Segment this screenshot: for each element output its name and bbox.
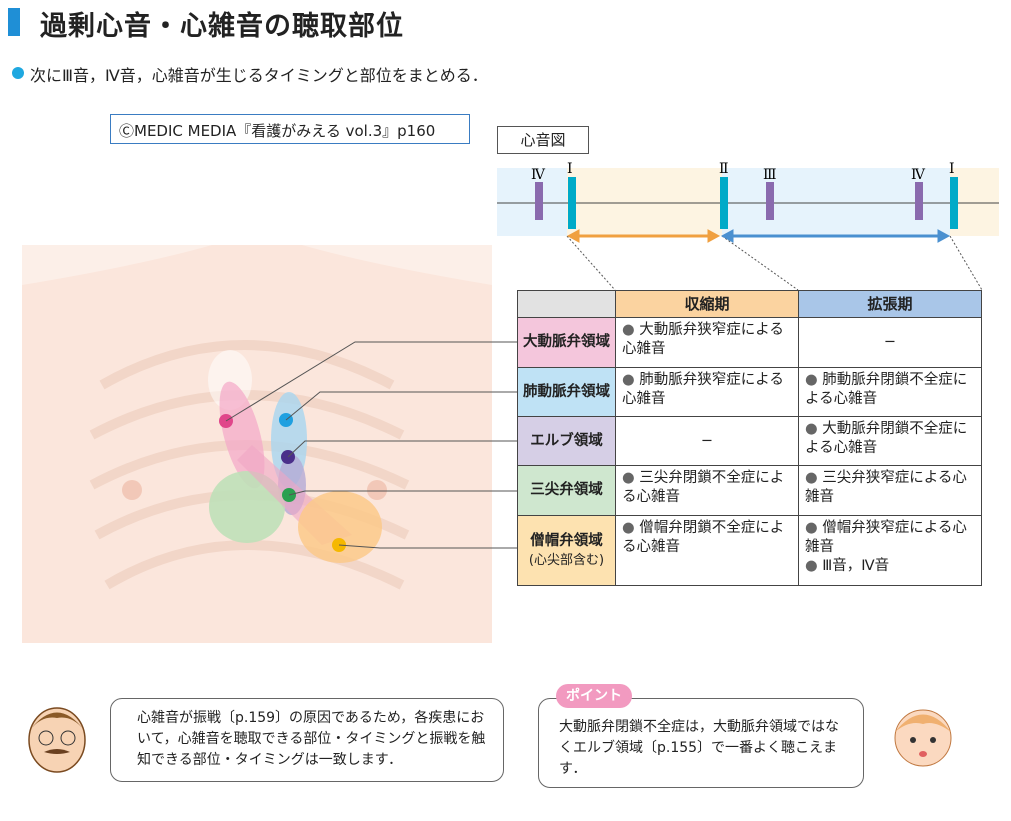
lead-text: 次にⅢ音，Ⅳ音，心雑音が生じるタイミングと部位をまとめる．: [30, 66, 488, 85]
title-accent: [8, 8, 20, 36]
table-row: 大動脈弁領域 ● 大動脈弁狭窄症による心雑音 −: [517, 317, 982, 368]
sound-label: Ⅳ: [531, 167, 546, 183]
sound-label: Ⅲ: [763, 167, 777, 183]
nurse-avatar: [894, 709, 952, 767]
systolic-cell: ● 三尖弁閉鎖不全症による心雑音: [615, 465, 799, 516]
diastolic-cell: −: [798, 317, 982, 368]
doctor-avatar: [28, 707, 86, 773]
s1-mark: [568, 177, 576, 229]
diastolic-cell: ● 三尖弁狭窄症による心雑音: [798, 465, 982, 516]
phonocardiogram: Ⅳ Ⅰ Ⅱ Ⅲ Ⅳ Ⅰ: [497, 161, 999, 243]
area-aortic: 大動脈弁領域: [517, 317, 616, 368]
area-erb: エルブ領域: [517, 416, 616, 466]
s2-mark: [720, 177, 728, 229]
s4-mark: [535, 182, 543, 220]
sound-label: Ⅰ: [567, 161, 573, 177]
mitral-region: [298, 491, 382, 563]
sound-label: Ⅰ: [949, 161, 955, 177]
systolic-cell: ● 僧帽弁閉鎖不全症による心雑音: [615, 515, 799, 586]
s3-mark: [766, 182, 774, 220]
page-title: 過剰心音・心雑音の聴取部位: [40, 11, 404, 42]
point-speech-bubble: 大動脈弁閉鎖不全症は，大動脈弁領域ではなくエルブ領域〔p.155〕で一番よく聴こ…: [538, 698, 864, 788]
copyright-box: ⒸMEDIC MEDIA『看護がみえる vol.3』p160: [110, 114, 470, 144]
diastolic-cell: ● 僧帽弁狭窄症による心雑音● Ⅲ音，Ⅳ音: [798, 515, 982, 586]
auscultation-table: 収縮期 拡張期 大動脈弁領域 ● 大動脈弁狭窄症による心雑音 − 肺動脈弁領域 …: [517, 290, 982, 586]
header-diastole: 拡張期: [798, 290, 982, 318]
systolic-cell: ● 肺動脈弁狭窄症による心雑音: [615, 367, 799, 417]
phonocardiogram-label: 心音図: [497, 126, 589, 154]
systolic-cell: ● 大動脈弁狭窄症による心雑音: [615, 317, 799, 368]
sound-label: Ⅳ: [911, 167, 926, 183]
table-row: 僧帽弁領域(心尖部含む) ● 僧帽弁閉鎖不全症による心雑音 ● 僧帽弁狭窄症によ…: [517, 515, 982, 586]
chest-illustration: [22, 245, 492, 643]
table-row: 三尖弁領域 ● 三尖弁閉鎖不全症による心雑音 ● 三尖弁狭窄症による心雑音: [517, 465, 982, 516]
bullet-icon: [12, 67, 24, 79]
doctor-speech-bubble: 心雑音が振戦〔p.159〕の原因であるため，各疾患において，心雑音を聴取できる部…: [110, 698, 504, 782]
area-mitral: 僧帽弁領域(心尖部含む): [517, 515, 616, 586]
header-blank: [517, 290, 616, 318]
table-row: エルブ領域 − ● 大動脈弁閉鎖不全症による心雑音: [517, 416, 982, 466]
diastolic-cell: ● 大動脈弁閉鎖不全症による心雑音: [798, 416, 982, 466]
area-pulmonic: 肺動脈弁領域: [517, 367, 616, 417]
s1-mark: [950, 177, 958, 229]
header-systole: 収縮期: [615, 290, 799, 318]
table-row: 肺動脈弁領域 ● 肺動脈弁狭窄症による心雑音 ● 肺動脈弁閉鎖不全症による心雑音: [517, 367, 982, 417]
area-tricuspid: 三尖弁領域: [517, 465, 616, 516]
systole-arrow: [566, 229, 721, 243]
point-badge: ポイント: [556, 684, 632, 708]
s4-mark: [915, 182, 923, 220]
sound-label: Ⅱ: [719, 161, 729, 177]
diastole-arrow: [720, 229, 951, 243]
systolic-cell: −: [615, 416, 799, 466]
diastolic-cell: ● 肺動脈弁閉鎖不全症による心雑音: [798, 367, 982, 417]
